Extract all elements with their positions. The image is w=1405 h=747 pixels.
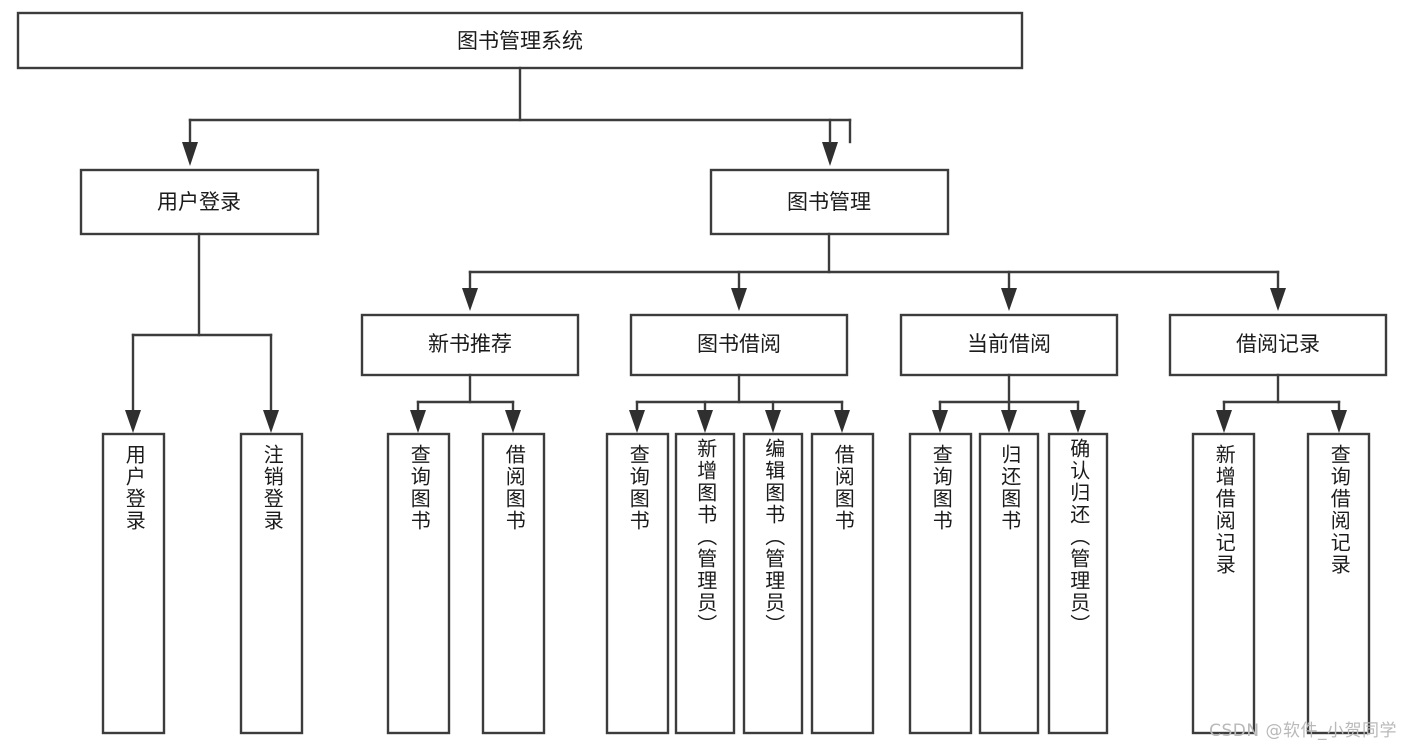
arrowhead-to-new-book-recommend [462, 288, 478, 311]
node-leaf-add-record-box[interactable] [1191, 432, 1256, 735]
arrowhead-to-user-login [182, 142, 198, 166]
node-user-login-label: 用户登录 [157, 190, 241, 214]
arrowhead-to-leaf-return-book [1001, 410, 1017, 433]
node-leaf-edit-book-box[interactable] [742, 432, 804, 735]
node-new-book-recommend-label: 新书推荐 [428, 332, 512, 356]
arrowhead-to-borrow-record [1270, 288, 1286, 311]
node-leaf-add-book-box[interactable] [674, 432, 736, 735]
node-book-manage[interactable]: 图书管理 [709, 168, 950, 236]
node-leaf-user-login-box[interactable] [101, 432, 166, 735]
arrowhead-to-leaf-borrow-book-2 [834, 410, 850, 433]
arrowhead-to-leaf-query-book-3 [932, 410, 948, 433]
arrowhead-to-leaf-add-book [697, 410, 713, 433]
csdn-watermark: CSDN @软件_小贺同学 [1209, 721, 1397, 741]
node-leaf-query-record-box[interactable] [1306, 432, 1371, 735]
node-leaf-return-book-box[interactable] [978, 432, 1040, 735]
node-new-book-recommend[interactable]: 新书推荐 [360, 313, 580, 377]
arrowhead-to-leaf-add-record [1216, 410, 1232, 433]
arrowhead-to-leaf-query-book-1 [410, 410, 426, 433]
node-leaf-query-book-1-box[interactable] [386, 432, 451, 735]
node-new-book-recommend-box [360, 313, 580, 377]
node-user-login-box [79, 168, 320, 236]
node-root[interactable]: 图书管理系统 [16, 11, 1024, 70]
arrowhead-to-leaf-logout-login [263, 410, 279, 433]
arrowhead-to-book-borrow [731, 288, 747, 311]
arrowhead-to-leaf-confirm-return [1070, 410, 1086, 433]
node-root-box [16, 11, 1024, 70]
node-root-label: 图书管理系统 [457, 29, 583, 53]
node-leaf-logout-login-box[interactable] [239, 432, 304, 735]
node-leaf-query-book-3-box[interactable] [908, 432, 973, 735]
node-leaf-query-book-2-box[interactable] [605, 432, 670, 735]
arrowhead-to-leaf-user-login [125, 410, 141, 433]
node-current-borrow-label: 当前借阅 [967, 332, 1051, 356]
arrowhead-to-leaf-query-book-2 [629, 410, 645, 433]
node-borrow-record-label: 借阅记录 [1236, 332, 1320, 356]
connector-book-manage-to-level3 [462, 232, 1286, 311]
arrowhead-to-leaf-query-record [1331, 410, 1347, 433]
connector-current-borrow-to-leaves [932, 373, 1086, 433]
node-current-borrow-box [899, 313, 1119, 377]
node-user-login[interactable]: 用户登录 [79, 168, 320, 236]
connector-user-login-to-leaves [125, 232, 279, 433]
arrowhead-to-book-manage [822, 142, 838, 166]
node-book-manage-label: 图书管理 [787, 190, 871, 214]
connector-new-book-recommend-to-leaves [410, 373, 521, 433]
arrowhead-to-leaf-borrow-book-1 [505, 410, 521, 433]
node-book-borrow-label: 图书借阅 [697, 332, 781, 356]
node-borrow-record[interactable]: 借阅记录 [1168, 313, 1388, 377]
connector-borrow-record-to-leaves [1216, 373, 1347, 433]
node-leaf-confirm-return-box[interactable] [1047, 432, 1109, 735]
arrowhead-to-leaf-edit-book [765, 410, 781, 433]
connector-book-borrow-to-leaves [629, 373, 850, 433]
node-leaf-borrow-book-1-box[interactable] [481, 432, 546, 735]
node-book-borrow[interactable]: 图书借阅 [629, 313, 849, 377]
connector-root-to-level2 [182, 66, 852, 166]
arrowhead-to-current-borrow [1001, 288, 1017, 311]
node-current-borrow[interactable]: 当前借阅 [899, 313, 1119, 377]
node-leaf-borrow-book-2-box[interactable] [810, 432, 875, 735]
